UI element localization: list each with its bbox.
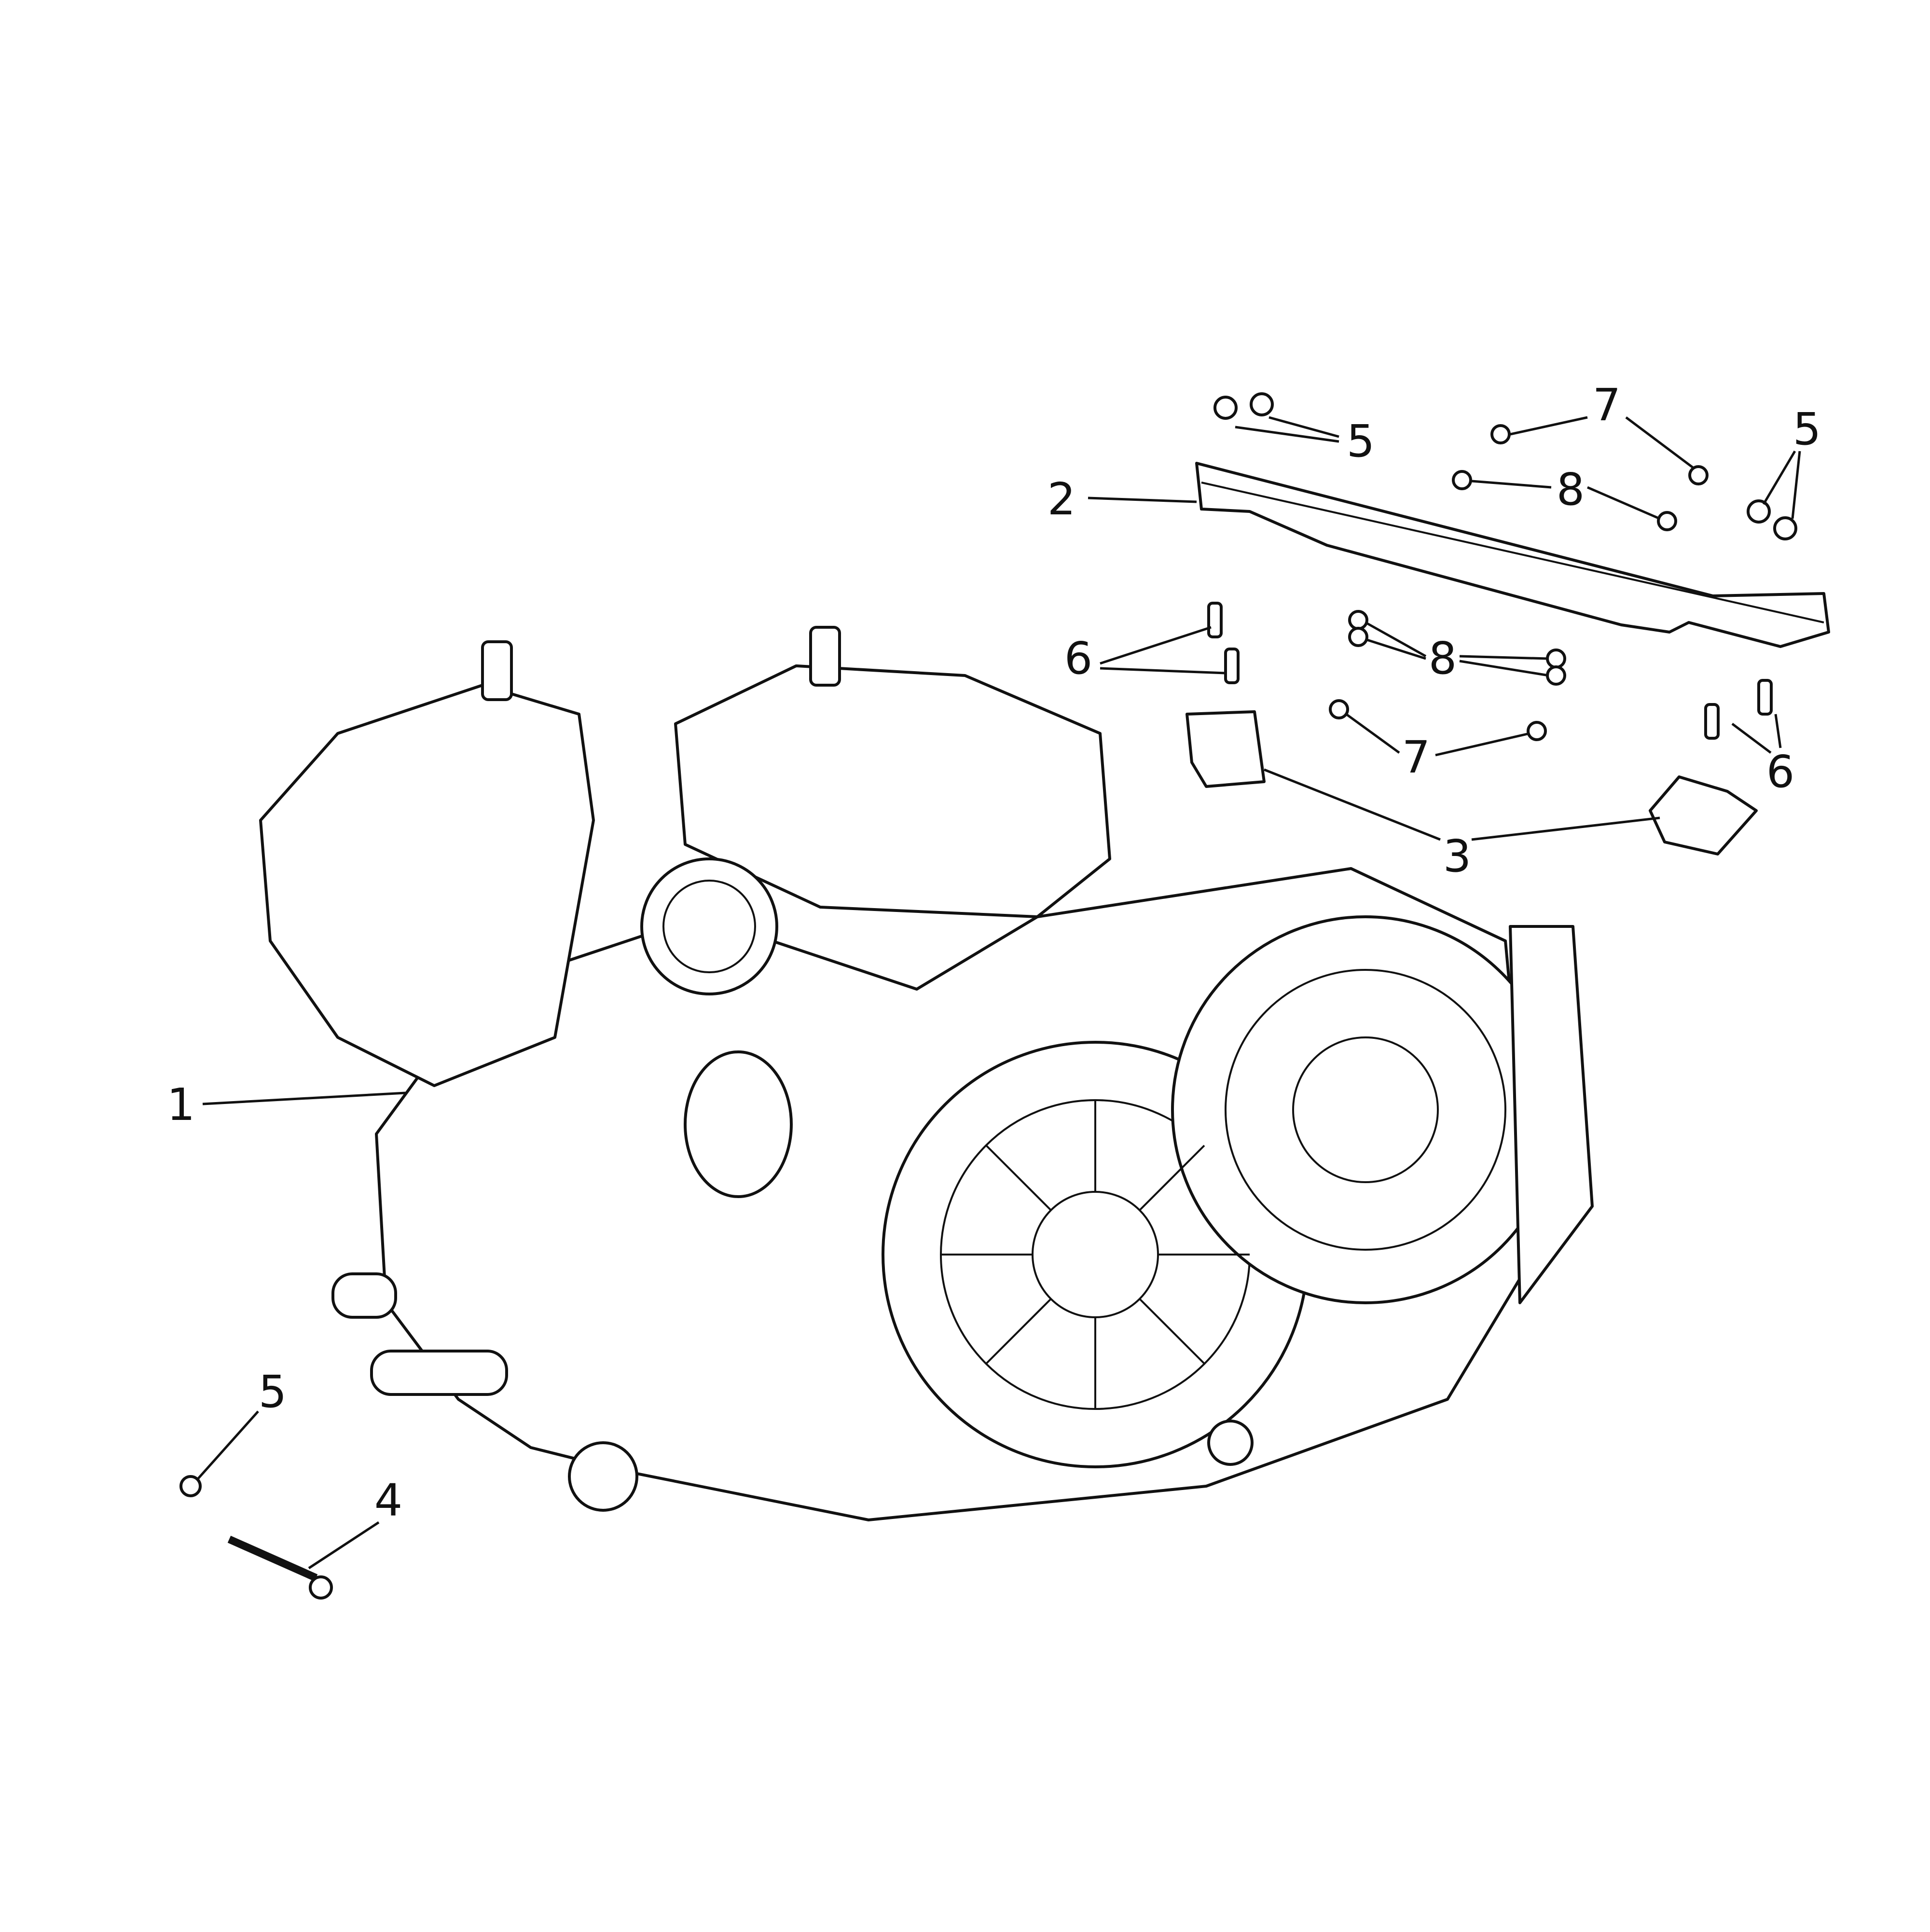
callout-8-middle: 8 <box>1428 633 1457 684</box>
leader-lines <box>197 416 1801 1570</box>
mounting-bracket-icon <box>1195 462 1830 648</box>
callout-6-left: 6 <box>1064 633 1093 684</box>
callout-5-top-right: 5 <box>1792 403 1821 455</box>
engine-assembly-icon <box>259 626 1594 1521</box>
callout-6-right: 6 <box>1766 746 1795 798</box>
callout-5-top: 5 <box>1346 415 1375 467</box>
callout-7-middle: 7 <box>1402 731 1431 783</box>
callout-2: 2 <box>1047 473 1076 525</box>
callout-8-top: 8 <box>1556 464 1585 515</box>
callout-3: 3 <box>1443 830 1472 882</box>
callout-4: 4 <box>374 1475 403 1526</box>
callout-5-bottom-left: 5 <box>258 1366 287 1418</box>
engine-mount-icon <box>1186 710 1758 856</box>
fasteners-icon <box>179 392 1797 1600</box>
callout-7-top: 7 <box>1592 379 1621 431</box>
callout-1: 1 <box>166 1079 195 1131</box>
